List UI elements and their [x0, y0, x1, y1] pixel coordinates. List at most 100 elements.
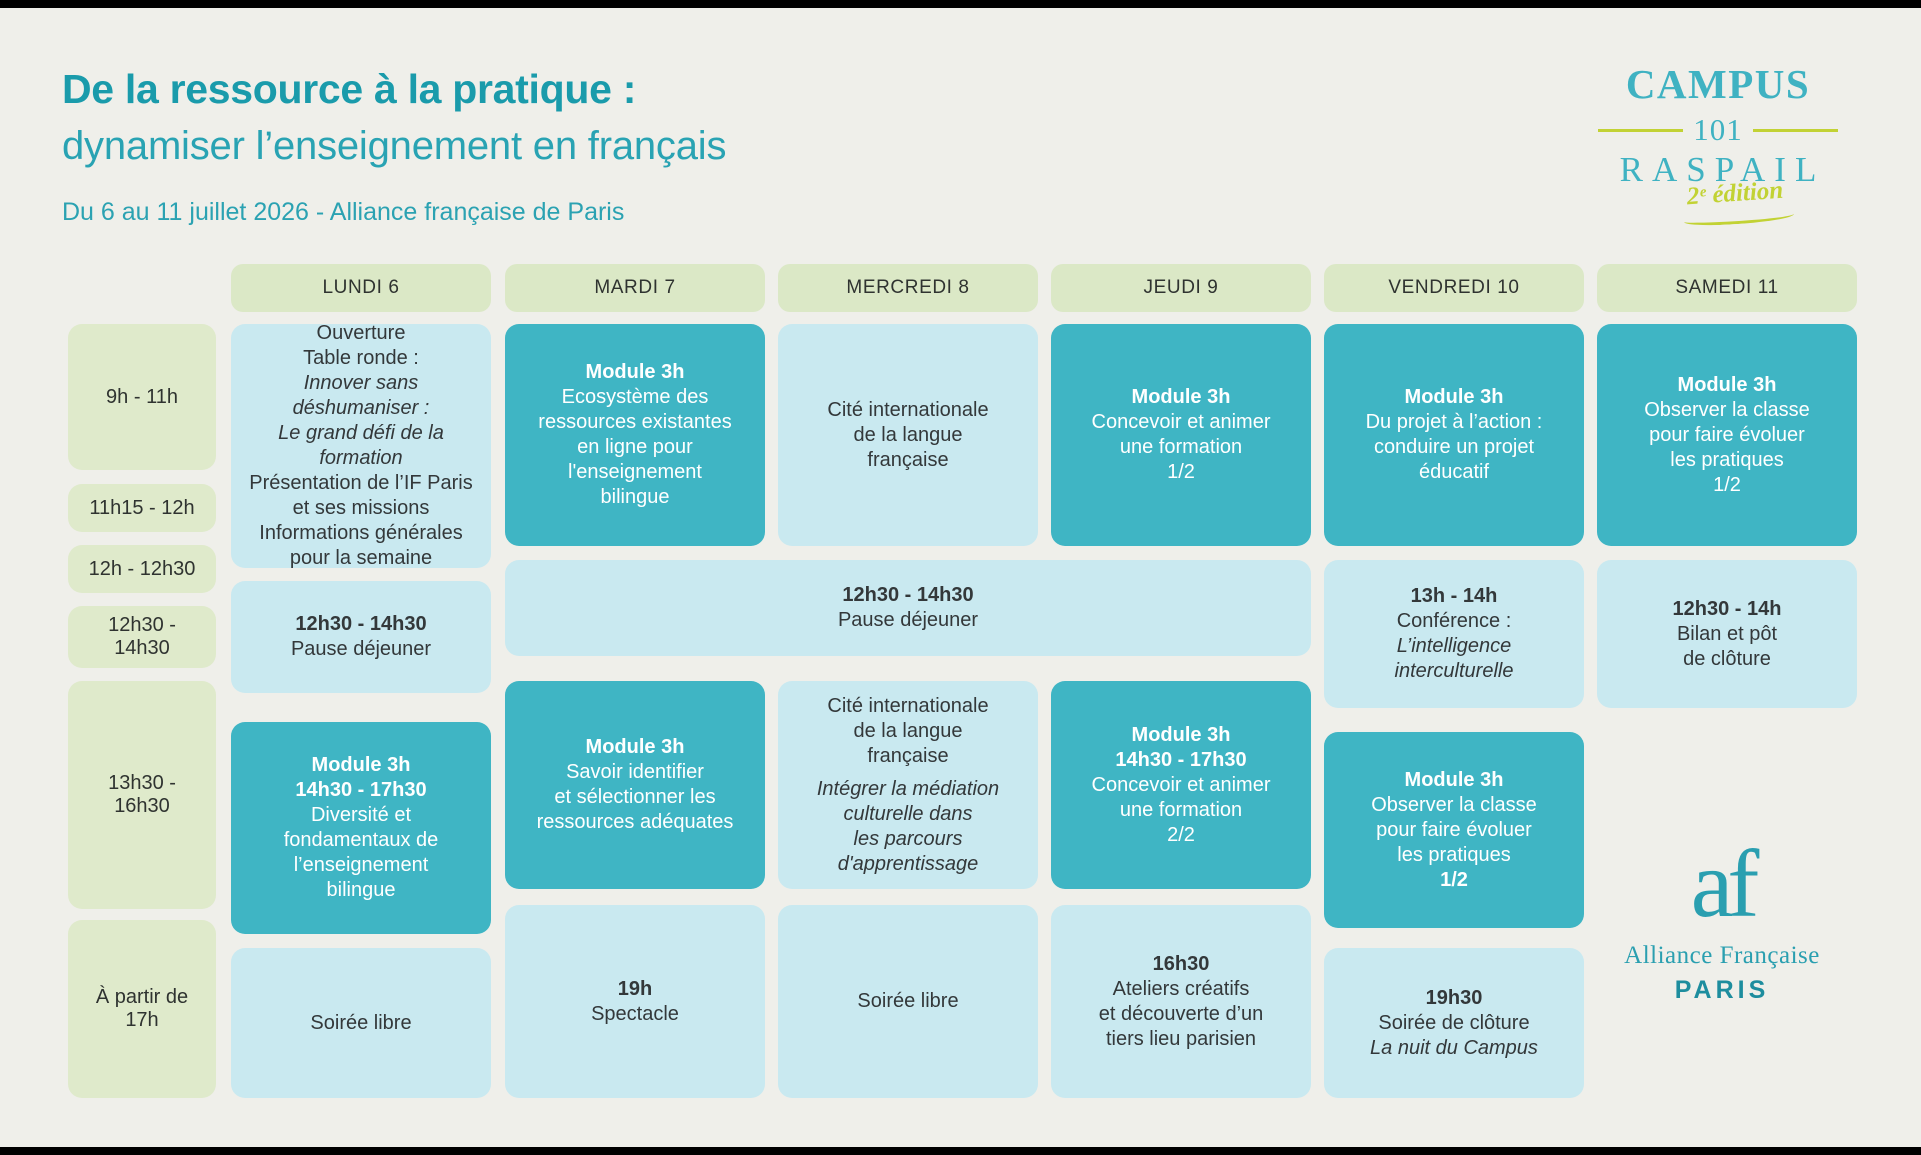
rule-right-icon	[1752, 128, 1838, 132]
cell-time: 19h30	[1425, 986, 1483, 1009]
cell-jeudi-morning: Module 3h Concevoir et animer une format…	[1051, 324, 1311, 546]
cell-module-heading: Module 3h	[1131, 386, 1231, 408]
cell-mercredi-afternoon: Cité internationale de la langue françai…	[778, 681, 1038, 889]
cell-line: l'enseignement	[568, 461, 702, 483]
cell-line: et ses missions	[292, 497, 430, 519]
cell-time: 14h30 - 17h30	[295, 779, 427, 801]
cell-line: française	[867, 448, 949, 471]
cell-lunch-merged: 12h30 - 14h30 Pause déjeuner	[505, 560, 1311, 656]
cell-mardi-morning: Module 3h Ecosystème des ressources exis…	[505, 324, 765, 546]
cell-line: Intégrer la médiation	[816, 777, 1000, 800]
cell-line: tiers lieu parisien	[1105, 1027, 1257, 1050]
cell-line: d'apprentissage	[837, 852, 979, 875]
cell-module-heading: Module 3h	[585, 361, 685, 383]
cell-line: Concevoir et animer	[1091, 411, 1271, 433]
cell-line: déshumaniser :	[292, 397, 430, 419]
cell-time: 12h30 - 14h30	[295, 613, 427, 635]
cell-time: 12h30 - 14h	[1672, 597, 1782, 620]
cell-line: française	[867, 744, 949, 767]
page-subtitle: Du 6 au 11 juillet 2026 - Alliance franç…	[62, 198, 625, 226]
campus-logo-raspail: RASPAIL	[1619, 150, 1826, 189]
cell-line: de clôture	[1683, 647, 1771, 670]
cell-mardi-afternoon: Module 3h Savoir identifier et sélection…	[505, 681, 765, 889]
cell-samedi-morning: Module 3h Observer la classe pour faire …	[1597, 324, 1857, 546]
cell-vendredi-conference: 13h - 14h Conférence : L’intelligence in…	[1324, 560, 1584, 708]
campus-101-raspail-logo: CAMPUS 101 RASPAIL 2ᵉ édition	[1598, 60, 1838, 227]
cell-line: Présentation de l’IF Paris	[249, 472, 473, 494]
cell-line: Cité internationale	[827, 694, 989, 717]
cell-line: Pause déjeuner	[290, 638, 432, 660]
campus-logo-number-row: 101	[1598, 112, 1838, 148]
cell-line: Le grand défi de la	[278, 422, 444, 444]
cell-module-heading: Module 3h	[1131, 723, 1231, 746]
campus-logo-number: 101	[1693, 112, 1743, 147]
cell-line: 1/2	[1440, 868, 1468, 891]
day-header-lundi: LUNDI 6	[231, 264, 491, 312]
cell-line: les pratiques	[1397, 843, 1511, 866]
cell-line: ressources existantes	[538, 411, 732, 433]
cell-line: de la langue	[853, 423, 963, 446]
cell-line: de la langue	[853, 719, 963, 742]
cell-time: 13h - 14h	[1410, 585, 1498, 607]
cell-line: Savoir identifier	[566, 761, 704, 783]
af-logo-city: PARIS	[1674, 976, 1770, 1004]
day-header-mercredi: MERCREDI 8	[778, 264, 1038, 312]
cell-lundi-evening: Soirée libre	[231, 948, 491, 1098]
cell-line: Ateliers créatifs	[1112, 977, 1250, 1000]
swash-underline-icon	[1683, 209, 1795, 227]
cell-line: 1/2	[1713, 473, 1741, 496]
cell-jeudi-afternoon: Module 3h 14h30 - 17h30 Concevoir et ani…	[1051, 681, 1311, 889]
cell-line: Ecosystème des	[561, 386, 709, 408]
cell-line: éducatif	[1418, 461, 1490, 483]
cell-line: les parcours	[853, 827, 963, 850]
cell-line: Pause déjeuner	[837, 609, 979, 631]
poster-canvas: De la ressource à la pratique : dynamise…	[0, 8, 1921, 1147]
cell-jeudi-evening: 16h30 Ateliers créatifs et découverte d’…	[1051, 905, 1311, 1098]
cell-line: une formation	[1119, 798, 1243, 821]
time-label-12h30-14h30: 12h30 - 14h30	[68, 606, 216, 668]
page-title-light: dynamiser l’enseignement en français	[62, 124, 727, 168]
cell-module-heading: Module 3h	[1404, 386, 1504, 408]
cell-lundi-morning: Ouverture Table ronde : Innover sans dés…	[231, 322, 491, 569]
cell-vendredi-morning: Module 3h Du projet à l’action : conduir…	[1324, 324, 1584, 546]
cell-module-heading: Module 3h	[1677, 373, 1777, 396]
cell-line: pour faire évoluer	[1376, 818, 1532, 841]
cell-line: bilingue	[600, 486, 670, 508]
cell-line: 1/2	[1167, 461, 1195, 483]
page-title-bold: De la ressource à la pratique :	[62, 66, 637, 112]
time-label-12h-12h30: 12h - 12h30	[68, 545, 216, 593]
cell-time: 12h30 - 14h30	[842, 584, 974, 606]
time-label-13h30-16h30: 13h30 - 16h30	[68, 681, 216, 909]
time-label-11h15-12h: 11h15 - 12h	[68, 484, 216, 532]
cell-line: La nuit du Campus	[1370, 1036, 1538, 1059]
cell-line: Observer la classe	[1644, 398, 1810, 421]
cell-line: Bilan et pôt	[1676, 622, 1778, 645]
day-header-jeudi: JEUDI 9	[1051, 264, 1311, 312]
cell-line: Concevoir et animer	[1091, 773, 1271, 796]
cell-lundi-afternoon: Module 3h 14h30 - 17h30 Diversité et fon…	[231, 722, 491, 934]
cell-line: 2/2	[1167, 823, 1195, 846]
cell-line: en ligne pour	[577, 436, 693, 458]
cell-mercredi-evening: Soirée libre	[778, 905, 1038, 1098]
cell-module-heading: Module 3h	[585, 736, 685, 758]
cell-module-heading: Module 3h	[1404, 768, 1504, 791]
cell-line: Innover sans	[303, 372, 419, 394]
af-logo-name: Alliance Française	[1624, 942, 1820, 969]
cell-time: 19h	[617, 977, 653, 1000]
cell-line: interculturelle	[1394, 660, 1514, 682]
cell-lundi-lunch: 12h30 - 14h30 Pause déjeuner	[231, 581, 491, 693]
cell-line: Du projet à l’action :	[1365, 411, 1543, 433]
cell-line: Conférence :	[1396, 610, 1512, 632]
cell-line: Informations générales	[259, 522, 463, 544]
cell-line: Observer la classe	[1371, 793, 1537, 816]
alliance-francaise-logo: af Alliance Française PARIS	[1612, 836, 1832, 1005]
cell-line: Spectacle	[591, 1002, 679, 1025]
cell-mardi-evening: 19h Spectacle	[505, 905, 765, 1098]
cell-line: fondamentaux de	[283, 829, 439, 851]
day-header-vendredi: VENDREDI 10	[1324, 264, 1584, 312]
cell-line: et découverte d’un	[1098, 1002, 1264, 1025]
cell-line: Diversité et	[310, 804, 412, 826]
campus-logo-word: CAMPUS	[1625, 61, 1811, 107]
cell-line: pour faire évoluer	[1649, 423, 1805, 446]
cell-module-heading: Module 3h	[311, 754, 411, 776]
